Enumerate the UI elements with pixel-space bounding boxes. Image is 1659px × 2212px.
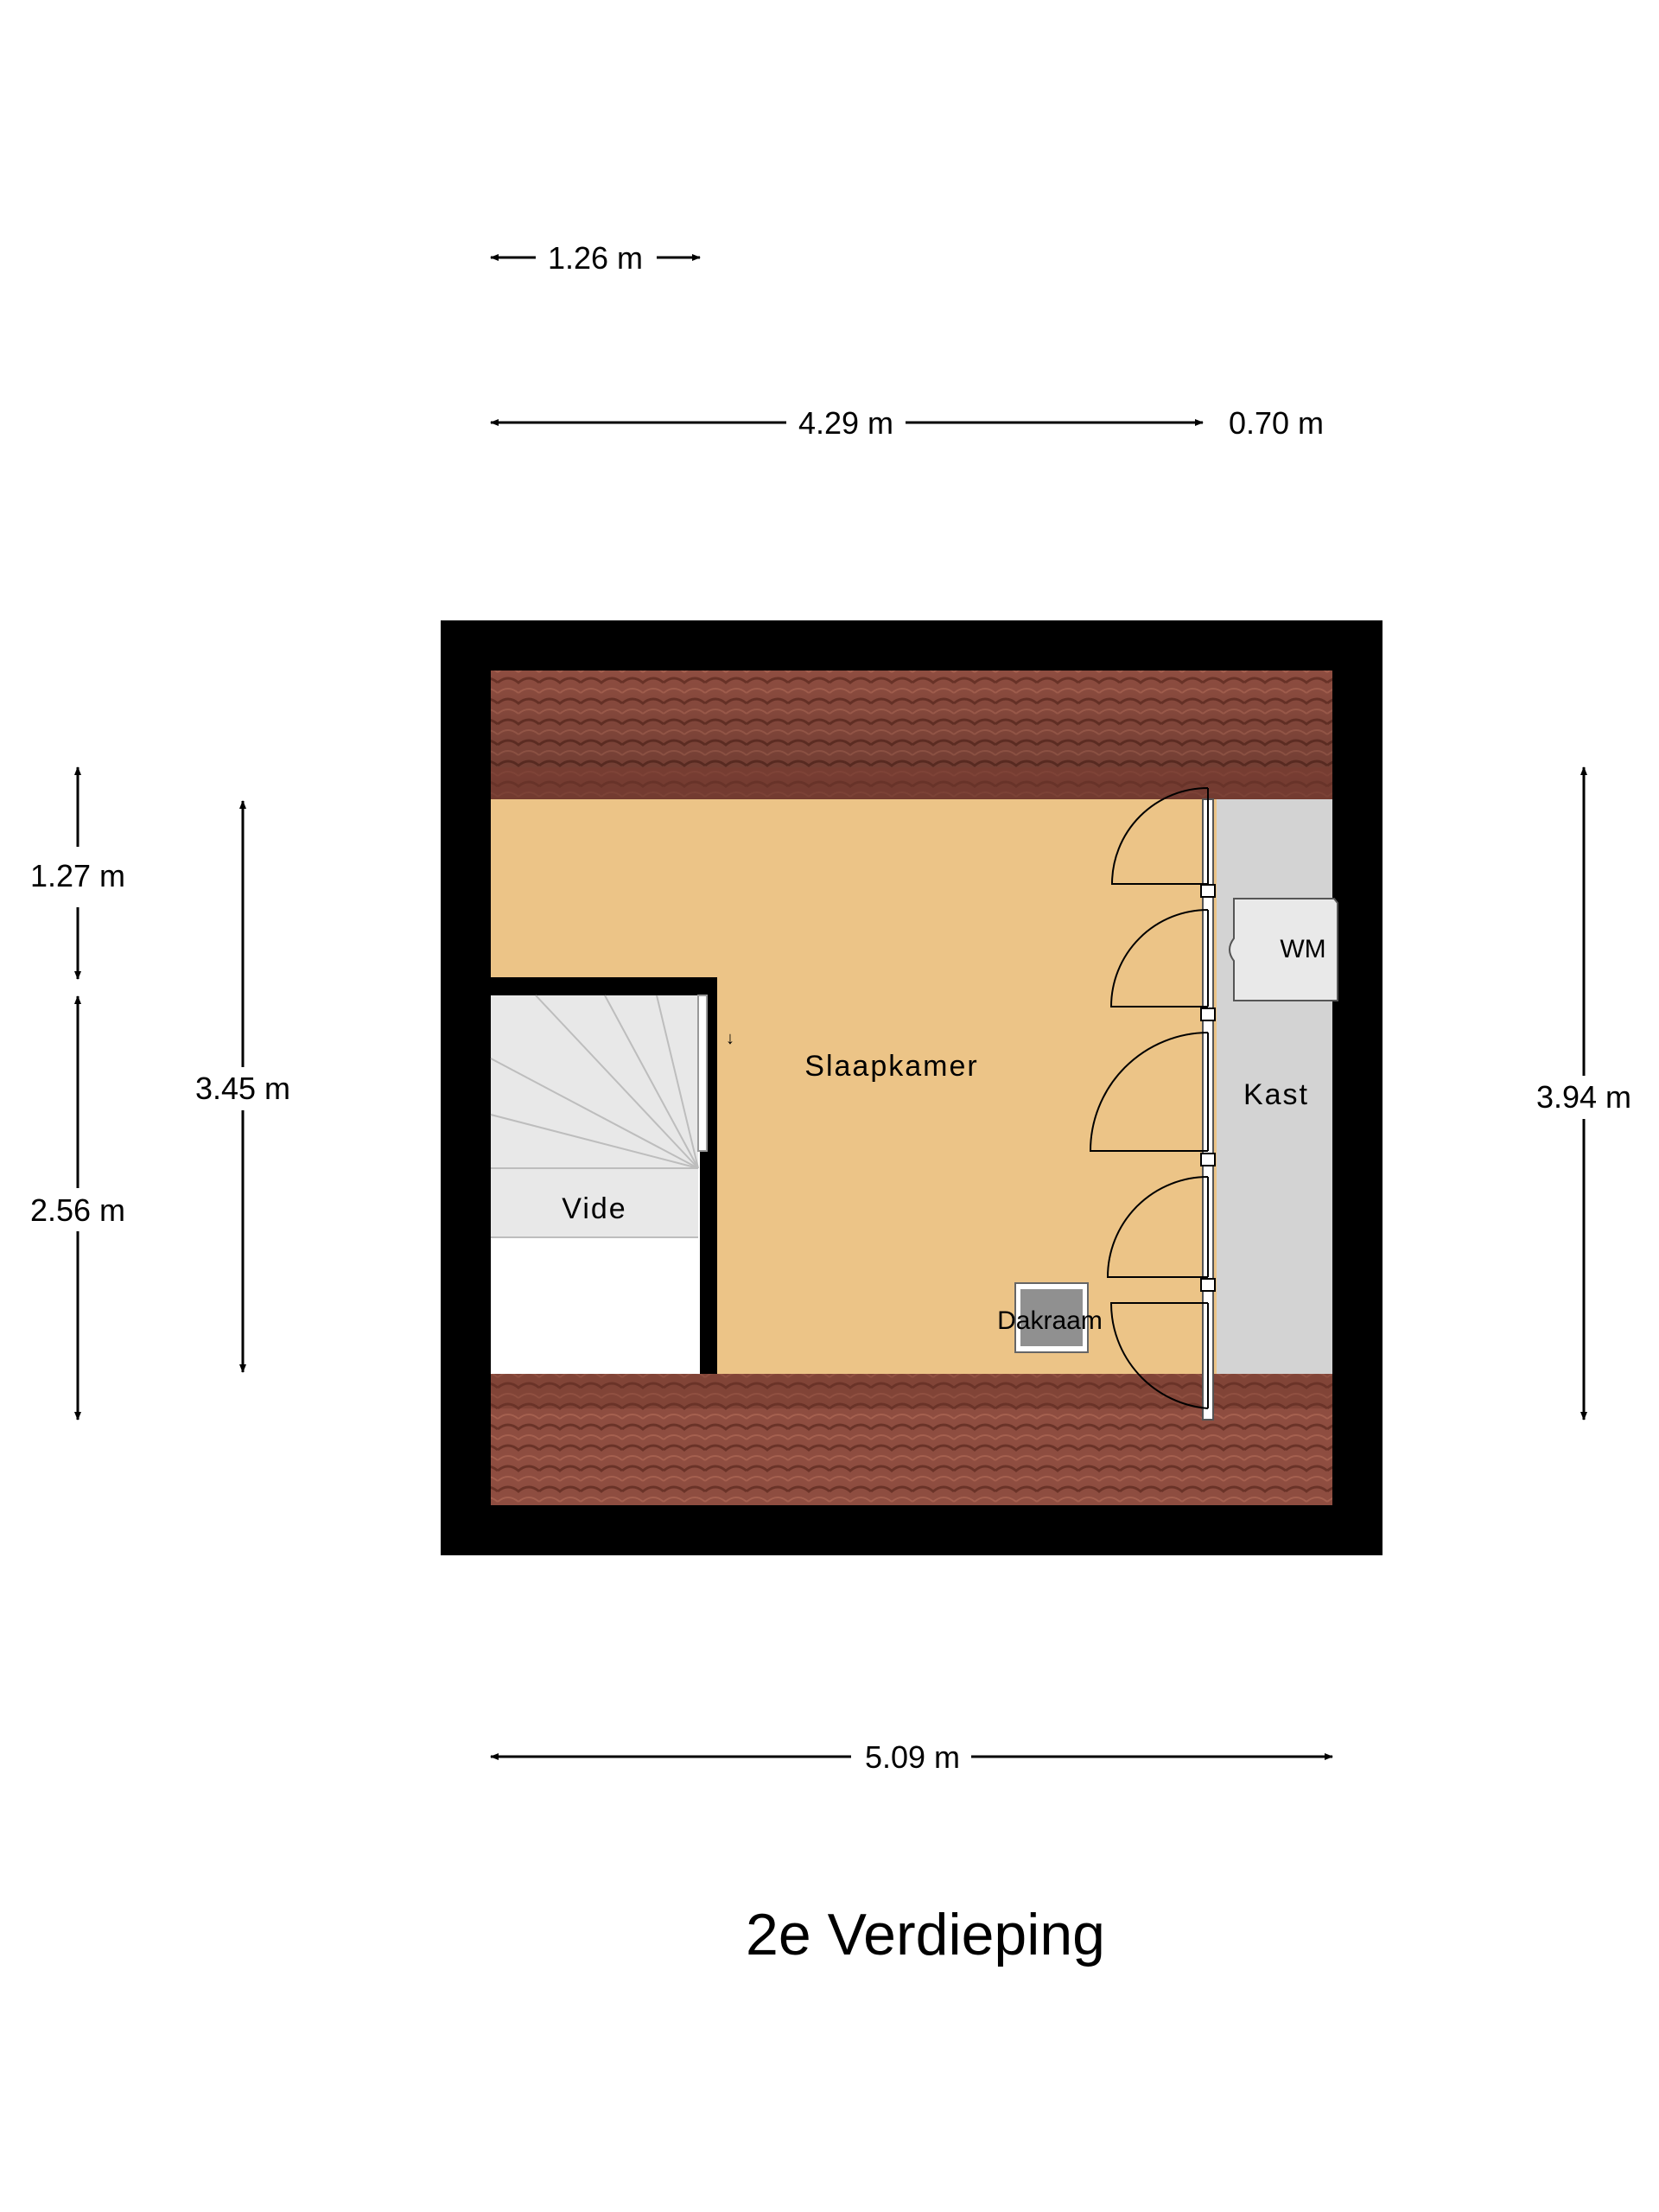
dimension-bottom-width: 5.09 m xyxy=(865,1739,960,1775)
dimension-left-lower: 2.56 m xyxy=(30,1192,125,1228)
dimension-top-main: 4.29 m xyxy=(798,405,893,441)
washing-machine xyxy=(1229,898,1338,1001)
stair-arrow-icon: ↓ xyxy=(726,1029,734,1048)
floor-title: 2e Verdieping xyxy=(746,1902,1105,1967)
skylight-label: Dakraam xyxy=(997,1306,1103,1335)
roof-tiles-top xyxy=(491,671,1332,799)
dimension-left-room: 3.45 m xyxy=(195,1071,290,1106)
room-label-void: Vide xyxy=(562,1192,626,1225)
room-label-bedroom: Slaapkamer xyxy=(804,1050,978,1083)
staircase xyxy=(490,995,708,1238)
dimension-right-height: 3.94 m xyxy=(1536,1079,1631,1115)
dimension-top-short: 1.26 m xyxy=(548,240,643,276)
door-swing-icon xyxy=(1089,787,1209,1409)
washing-machine-label: WM xyxy=(1280,935,1325,963)
roof-tiles-bottom xyxy=(491,1374,1332,1505)
void-wall-top xyxy=(491,977,717,995)
dimension-left-upper: 1.27 m xyxy=(30,858,125,893)
closet-area xyxy=(1217,799,1332,1374)
room-label-closet: Kast xyxy=(1243,1078,1309,1111)
dimension-top-closet: 0.70 m xyxy=(1229,405,1324,441)
skylight xyxy=(1014,1282,1089,1353)
